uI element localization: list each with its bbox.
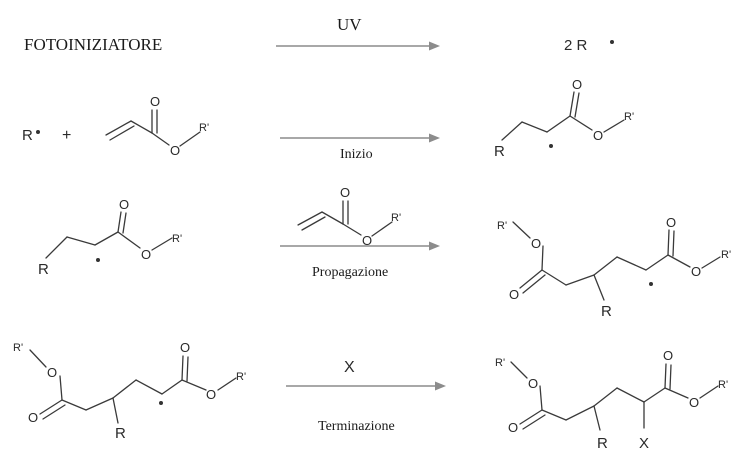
atom-r-group: R xyxy=(115,425,126,442)
atom-carbonyl-o: O xyxy=(508,420,518,435)
terminating-agent-label: X xyxy=(344,359,355,376)
atom-ester-o: O xyxy=(362,233,372,248)
acrylate-monomer xyxy=(105,109,201,147)
atom-carbonyl-o: O xyxy=(28,410,38,425)
radical-dot xyxy=(159,401,163,405)
arrow-propagation xyxy=(280,241,440,251)
initiated-radical xyxy=(501,91,625,141)
arrow-initiation xyxy=(280,133,440,143)
atom-ester-o: O xyxy=(689,395,699,410)
radical-dot xyxy=(96,258,100,262)
atom-r-prime: R' xyxy=(497,220,507,232)
photoinitiator-label: FOTOINIZIATORE xyxy=(24,35,162,54)
terminated-product xyxy=(510,361,719,431)
uv-label: UV xyxy=(337,15,362,34)
radical-dot xyxy=(610,40,614,44)
termination-label: Terminazione xyxy=(318,419,395,434)
atom-ester-o: O xyxy=(170,143,180,158)
radical-product-label: 2 R xyxy=(564,37,588,54)
radical-r-label: R xyxy=(22,127,33,144)
atom-r-prime: R' xyxy=(172,233,182,245)
atom-carbonyl-o: O xyxy=(119,197,129,212)
atom-ester-o: O xyxy=(141,247,151,262)
propagating-radical xyxy=(45,211,173,259)
atom-r-prime: R' xyxy=(721,249,731,261)
atom-ester-o: O xyxy=(528,376,538,391)
atom-r-prime: R' xyxy=(718,379,728,391)
atom-ester-o: O xyxy=(593,128,603,143)
atom-carbonyl-o: O xyxy=(666,215,676,230)
atom-x-group: X xyxy=(639,435,649,449)
initiation-label: Inizio xyxy=(340,147,373,162)
arrow-uv xyxy=(276,41,440,51)
propagation-label: Propagazione xyxy=(312,265,388,280)
atom-ester-o: O xyxy=(47,365,57,380)
atom-r-group: R xyxy=(38,261,49,278)
atom-carbonyl-o: O xyxy=(150,94,160,109)
dimer-radical xyxy=(512,221,721,301)
atom-carbonyl-o: O xyxy=(180,340,190,355)
atom-r-prime: R' xyxy=(624,111,634,123)
plus-sign: + xyxy=(62,127,71,144)
acrylate-monomer-reagent xyxy=(297,200,393,237)
atom-ester-o: O xyxy=(691,264,701,279)
atom-r-prime: R' xyxy=(236,371,246,383)
atom-r-prime: R' xyxy=(13,342,23,354)
atom-r-prime: R' xyxy=(391,212,401,224)
atom-r-group: R xyxy=(494,143,505,160)
atom-r-prime: R' xyxy=(199,122,209,134)
atom-carbonyl-o: O xyxy=(340,185,350,200)
arrow-termination xyxy=(286,381,446,391)
atom-carbonyl-o: O xyxy=(663,348,673,363)
radical-r-dot xyxy=(36,130,40,134)
atom-carbonyl-o: O xyxy=(509,287,519,302)
dimer-radical-reactant xyxy=(29,349,237,424)
radical-dot xyxy=(649,282,653,286)
radical-dot xyxy=(549,144,553,148)
atom-r-group: R xyxy=(601,303,612,320)
atom-ester-o: O xyxy=(206,387,216,402)
atom-carbonyl-o: O xyxy=(572,77,582,92)
atom-r-group: R xyxy=(597,435,608,449)
atom-ester-o: O xyxy=(531,236,541,251)
atom-r-prime: R' xyxy=(495,357,505,369)
